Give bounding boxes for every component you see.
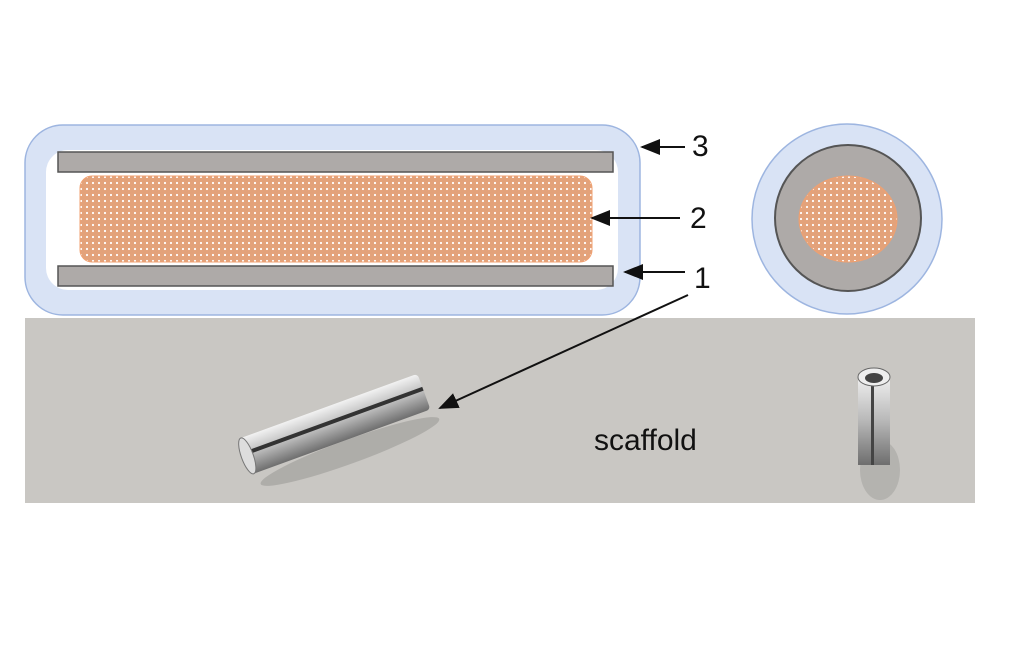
label-1: 1: [694, 262, 711, 295]
tube-wall-bottom: [57, 265, 614, 287]
scaffold-rod-lying: [238, 374, 440, 486]
tube-wall-top: [57, 151, 614, 173]
longitudinal-section: [24, 124, 641, 316]
label-3: 3: [692, 130, 709, 163]
cross-section: [751, 123, 943, 315]
scaffold-photo: [25, 318, 975, 503]
porous-core: [79, 175, 593, 263]
cross-core: [798, 175, 898, 263]
label-2: 2: [690, 202, 707, 235]
scaffold-rod-standing: [857, 367, 900, 500]
arrow-1-photo: [438, 294, 689, 409]
scaffold-label: scaffold: [594, 424, 697, 457]
